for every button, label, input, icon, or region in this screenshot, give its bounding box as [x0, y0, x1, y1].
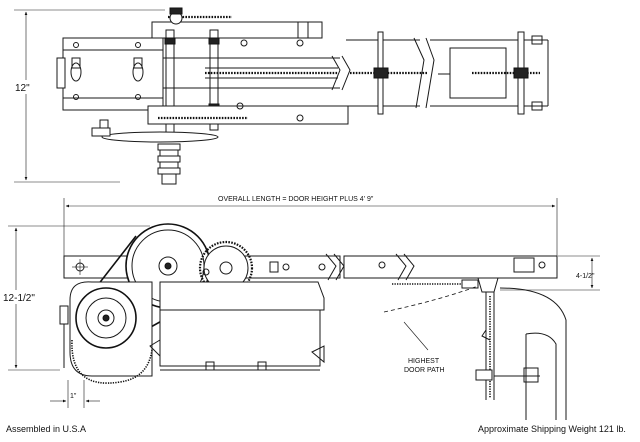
overall-length-label: OVERALL LENGTH = DOOR HEIGHT PLUS 4' 9"	[218, 196, 374, 203]
highest-door-path: HIGHEST DOOR PATH	[383, 285, 479, 374]
dimension-label-12-1-2in: 12-1/2"	[3, 293, 35, 304]
motor-mount-plate	[56, 37, 164, 111]
motor-housing	[59, 281, 153, 384]
dimension-height-top: 12"	[14, 9, 165, 183]
dimension-label-12in: 12"	[15, 83, 30, 94]
brake-spring	[157, 143, 181, 185]
dimension-offset-bottom: 1"	[50, 380, 100, 408]
door-arm-bracket	[475, 277, 539, 400]
dimension-height-side: 12-1/2"	[2, 225, 150, 371]
rail-section-3-trolley	[430, 31, 549, 115]
dimension-label-1in: 1"	[70, 393, 77, 400]
rail-section-2	[346, 31, 435, 115]
top-gear-assembly	[151, 7, 323, 47]
side-view: OVERALL LENGTH = DOOR HEIGHT PLUS 4' 9" …	[2, 193, 600, 420]
drive-sprocket	[198, 240, 254, 296]
side-rail-right	[343, 253, 558, 289]
dimension-overall-length: OVERALL LENGTH = DOOR HEIGHT PLUS 4' 9"	[63, 193, 558, 262]
door-outline	[494, 287, 567, 420]
rail-section-1	[163, 55, 351, 91]
top-view: 12"	[14, 7, 549, 185]
dimension-label-4-1-2in: 4-1/2"	[576, 273, 595, 280]
assembled-in-label: Assembled in U.S.A	[6, 424, 86, 434]
lower-drive-chain	[91, 102, 349, 143]
shipping-weight-label: Approximate Shipping Weight 121 lb.	[478, 424, 626, 434]
control-box	[149, 268, 325, 371]
highest-door-path-label-line1: HIGHEST	[408, 358, 440, 365]
highest-door-path-label-line2: DOOR PATH	[404, 367, 445, 374]
dimension-offset-right: 4-1/2"	[500, 255, 600, 291]
